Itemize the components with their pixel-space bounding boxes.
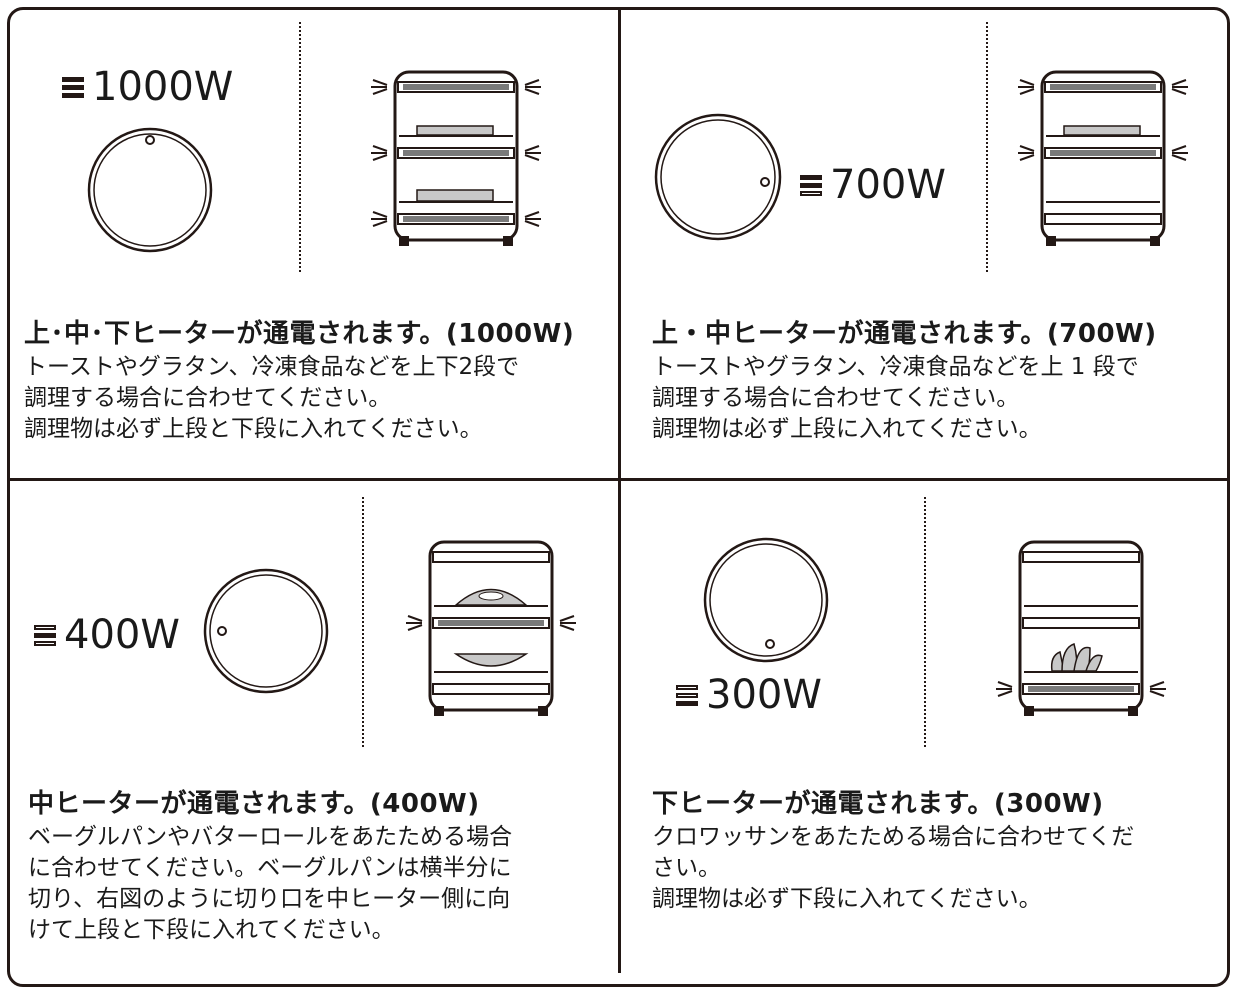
wattage-label: 1000W	[62, 64, 233, 110]
dotted-separator	[299, 22, 301, 272]
wattage-label: 300W	[676, 672, 822, 718]
heater-level-icon	[800, 172, 822, 199]
heater-level-icon	[34, 622, 56, 649]
dial-knob-icon	[87, 127, 213, 253]
heater-level-icon	[676, 682, 698, 709]
wattage-label: 400W	[34, 612, 180, 658]
dial-knob-icon	[703, 537, 829, 663]
panel-description: トーストやグラタン、冷凍食品などを上 1 段で 調理する場合に合わせてください。…	[652, 354, 1139, 442]
dotted-separator	[924, 497, 926, 747]
panel-title: 上･中･下ヒーターが通電されます。(1000W)	[24, 319, 575, 349]
oven-diagram-icon	[1018, 70, 1188, 246]
dial-knob-icon	[203, 568, 329, 694]
panel-description: トーストやグラタン、冷凍食品などを上下2段で 調理する場合に合わせてください。 …	[24, 354, 520, 442]
dotted-separator	[362, 497, 364, 747]
vertical-divider	[618, 8, 621, 973]
horizontal-divider	[8, 478, 1230, 481]
wattage-value: 1000W	[92, 64, 234, 110]
panel-description: クロワッサンをあたためる場合に合わせてくだ さい。 調理物は必ず下段に入れてくだ…	[652, 824, 1135, 912]
wattage-value: 400W	[64, 612, 180, 658]
dial-knob-icon	[654, 113, 782, 241]
heater-level-icon	[62, 74, 84, 101]
dotted-separator	[986, 22, 988, 272]
wattage-value: 700W	[830, 162, 946, 208]
panel-title: 下ヒーターが通電されます。(300W)	[652, 789, 1104, 819]
panel-description: ベーグルパンやバターロールをあたためる場合 に合わせてください。ベーグルパンは横…	[28, 824, 513, 943]
wattage-value: 300W	[706, 672, 822, 718]
oven-diagram-icon	[371, 70, 541, 246]
oven-diagram-icon	[406, 540, 576, 716]
oven-diagram-icon	[996, 540, 1166, 716]
wattage-label: 700W	[800, 162, 946, 208]
panel-title: 上・中ヒーターが通電されます。(700W)	[652, 319, 1157, 349]
panel-title: 中ヒーターが通電されます。(400W)	[28, 789, 480, 819]
